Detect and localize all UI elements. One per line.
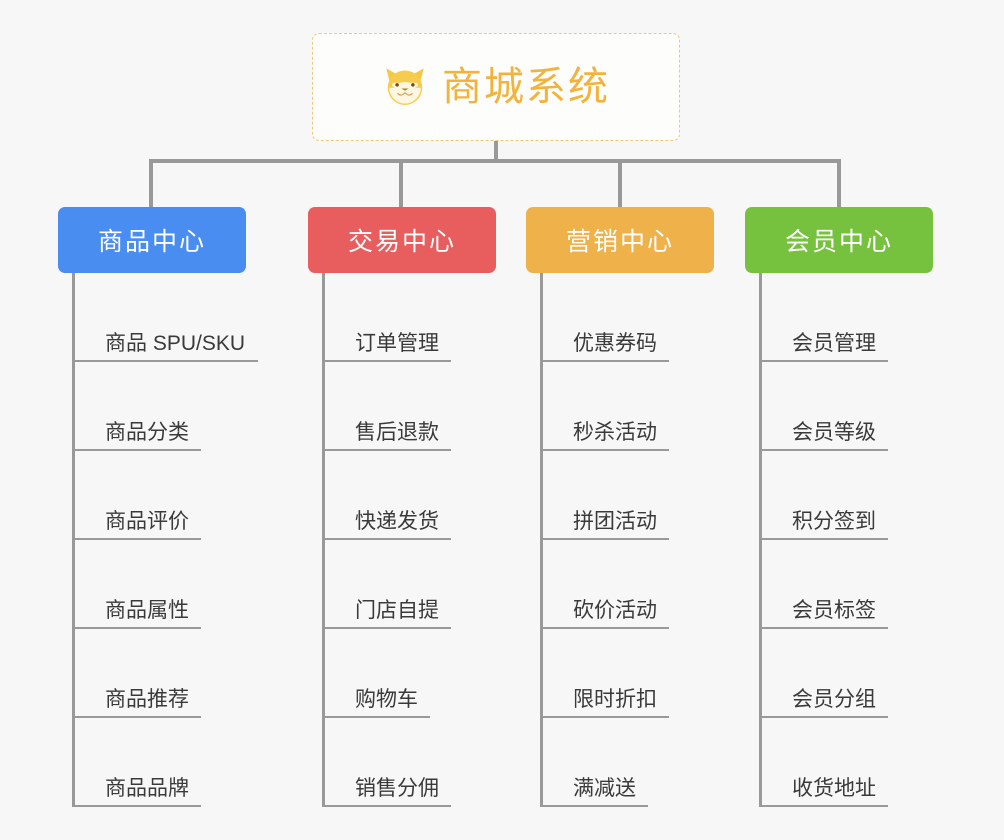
leaf-label: 商品属性 (105, 599, 189, 622)
leaf-underline (543, 538, 669, 540)
leaf-underline (543, 627, 669, 629)
list-item[interactable]: 商品推荐 (75, 629, 246, 718)
branch-column-marketing: 营销中心 优惠券码 秒杀活动 拼团活动 砍价活动 限时折扣 满减送 (526, 207, 714, 807)
list-item[interactable]: 会员标签 (762, 540, 933, 629)
leaf-label: 收货地址 (792, 777, 876, 800)
connector-drop-3 (837, 159, 841, 207)
branch-column-member: 会员中心 会员管理 会员等级 积分签到 会员标签 会员分组 收货地址 (745, 207, 933, 807)
leaf-label: 会员分组 (792, 688, 876, 711)
leaf-label: 快递发货 (355, 510, 439, 533)
leaf-label: 订单管理 (355, 332, 439, 355)
page-title: 商城系统 (442, 65, 610, 109)
leaf-underline (762, 538, 888, 540)
shiba-dog-icon (386, 68, 424, 105)
leaf-label: 满减送 (573, 777, 636, 800)
connector-root-stem (494, 141, 498, 162)
leaf-label: 商品评价 (105, 510, 189, 533)
leaf-label: 会员等级 (792, 421, 876, 444)
list-item[interactable]: 商品评价 (75, 451, 246, 540)
list-item[interactable]: 会员等级 (762, 362, 933, 451)
leaf-label: 商品分类 (105, 421, 189, 444)
leaf-label: 砍价活动 (573, 599, 657, 622)
list-item[interactable]: 售后退款 (325, 362, 496, 451)
leaf-underline (325, 716, 430, 718)
leaf-label: 积分签到 (792, 510, 876, 533)
leaf-underline (75, 449, 201, 451)
leaf-underline (762, 449, 888, 451)
leaf-list-trade: 订单管理 售后退款 快递发货 门店自提 购物车 销售分佣 (322, 273, 496, 807)
leaf-underline (325, 805, 451, 807)
list-item[interactable]: 商品分类 (75, 362, 246, 451)
list-item[interactable]: 门店自提 (325, 540, 496, 629)
leaf-label: 秒杀活动 (573, 421, 657, 444)
leaf-label: 会员管理 (792, 332, 876, 355)
list-item[interactable]: 拼团活动 (543, 451, 714, 540)
category-label: 会员中心 (784, 228, 893, 256)
list-item[interactable]: 限时折扣 (543, 629, 714, 718)
category-box-marketing[interactable]: 营销中心 (526, 207, 714, 273)
leaf-underline (325, 538, 451, 540)
leaf-label: 商品 SPU/SKU (105, 332, 246, 355)
leaf-underline (762, 360, 888, 362)
leaf-label: 优惠券码 (573, 332, 657, 355)
list-item[interactable]: 商品 SPU/SKU (75, 273, 258, 362)
leaf-underline (75, 716, 201, 718)
leaf-underline (762, 805, 888, 807)
leaf-underline (762, 627, 888, 629)
category-box-member[interactable]: 会员中心 (745, 207, 933, 273)
list-item[interactable]: 积分签到 (762, 451, 933, 540)
leaf-underline (543, 360, 669, 362)
leaf-list-member: 会员管理 会员等级 积分签到 会员标签 会员分组 收货地址 (759, 273, 933, 807)
category-label: 交易中心 (347, 228, 456, 256)
leaf-label: 销售分佣 (355, 777, 439, 800)
branch-column-product: 商品中心 商品 SPU/SKU 商品分类 商品评价 商品属性 商品推荐 商品品牌 (58, 207, 258, 807)
leaf-underline (75, 805, 201, 807)
list-item[interactable]: 订单管理 (325, 273, 496, 362)
list-item[interactable]: 销售分佣 (325, 718, 496, 807)
list-item[interactable]: 会员分组 (762, 629, 933, 718)
connector-horizontal-bus (149, 159, 841, 163)
list-item[interactable]: 会员管理 (762, 273, 933, 362)
list-item[interactable]: 快递发货 (325, 451, 496, 540)
leaf-underline (75, 627, 201, 629)
category-label: 商品中心 (97, 228, 206, 256)
leaf-underline (762, 716, 888, 718)
branch-column-trade: 交易中心 订单管理 售后退款 快递发货 门店自提 购物车 销售分佣 (308, 207, 496, 807)
connector-drop-1 (399, 159, 403, 207)
leaf-underline (325, 360, 451, 362)
leaf-underline (75, 360, 258, 362)
leaf-label: 拼团活动 (573, 510, 657, 533)
leaf-label: 售后退款 (355, 421, 439, 444)
leaf-underline (543, 805, 648, 807)
connector-drop-0 (149, 159, 153, 207)
root-node[interactable]: 商城系统 (312, 33, 680, 141)
list-item[interactable]: 商品属性 (75, 540, 246, 629)
leaf-label: 商品推荐 (105, 688, 189, 711)
list-item[interactable]: 满减送 (543, 718, 714, 807)
category-box-trade[interactable]: 交易中心 (308, 207, 496, 273)
list-item[interactable]: 秒杀活动 (543, 362, 714, 451)
leaf-list-product: 商品 SPU/SKU 商品分类 商品评价 商品属性 商品推荐 商品品牌 (72, 273, 258, 807)
category-box-product[interactable]: 商品中心 (58, 207, 246, 273)
leaf-label: 商品品牌 (105, 777, 189, 800)
leaf-list-marketing: 优惠券码 秒杀活动 拼团活动 砍价活动 限时折扣 满减送 (540, 273, 714, 807)
leaf-underline (75, 538, 201, 540)
list-item[interactable]: 购物车 (325, 629, 496, 718)
list-item[interactable]: 商品品牌 (75, 718, 246, 807)
list-item[interactable]: 收货地址 (762, 718, 933, 807)
category-label: 营销中心 (565, 228, 674, 256)
leaf-underline (325, 449, 451, 451)
list-item[interactable]: 优惠券码 (543, 273, 714, 362)
leaf-underline (543, 716, 669, 718)
connector-drop-2 (618, 159, 622, 207)
list-item[interactable]: 砍价活动 (543, 540, 714, 629)
leaf-label: 会员标签 (792, 599, 876, 622)
leaf-label: 门店自提 (355, 599, 439, 622)
leaf-underline (543, 449, 669, 451)
leaf-label: 购物车 (355, 688, 418, 711)
leaf-underline (325, 627, 451, 629)
leaf-label: 限时折扣 (573, 688, 657, 711)
